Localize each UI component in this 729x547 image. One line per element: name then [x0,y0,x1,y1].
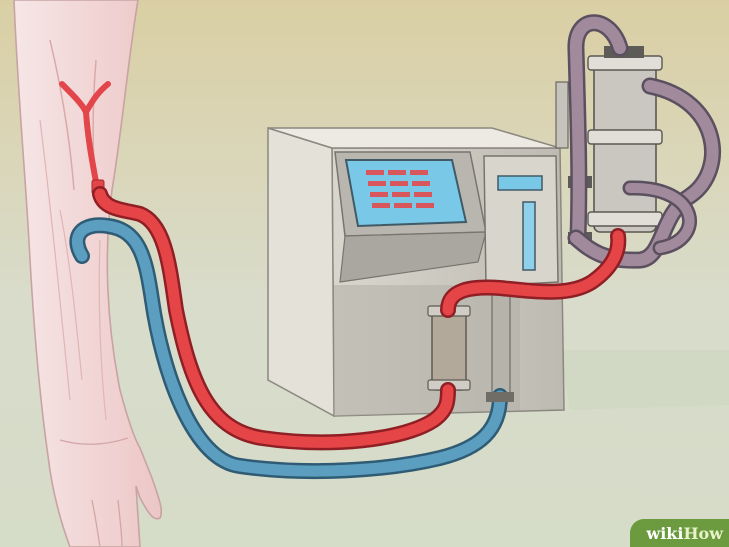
arterial-tube [92,186,627,451]
watermark-text-wiki: wiki [646,523,684,543]
screen-cells [366,170,434,208]
panel-base [339,231,487,283]
floor-shadow [560,350,729,410]
filter-tubing [567,14,721,269]
dialysis-machine [267,126,565,418]
arm-vein [98,239,107,421]
arm-vein [49,39,75,191]
venous-tube [69,217,514,480]
stand-pole [491,287,511,399]
drip-chamber [427,305,471,391]
arm-vein [59,209,83,381]
gauge-slot [522,201,536,271]
wrist-crease [59,437,129,445]
watermark-text-how: How [683,523,723,543]
machine-front [267,126,335,418]
finger-line [91,499,101,547]
venous-connector [486,392,514,402]
arm-vein [39,119,71,401]
finger-line [117,499,123,547]
side-display [497,175,543,191]
artery [83,109,99,185]
machine-shadow-panel [334,285,520,416]
